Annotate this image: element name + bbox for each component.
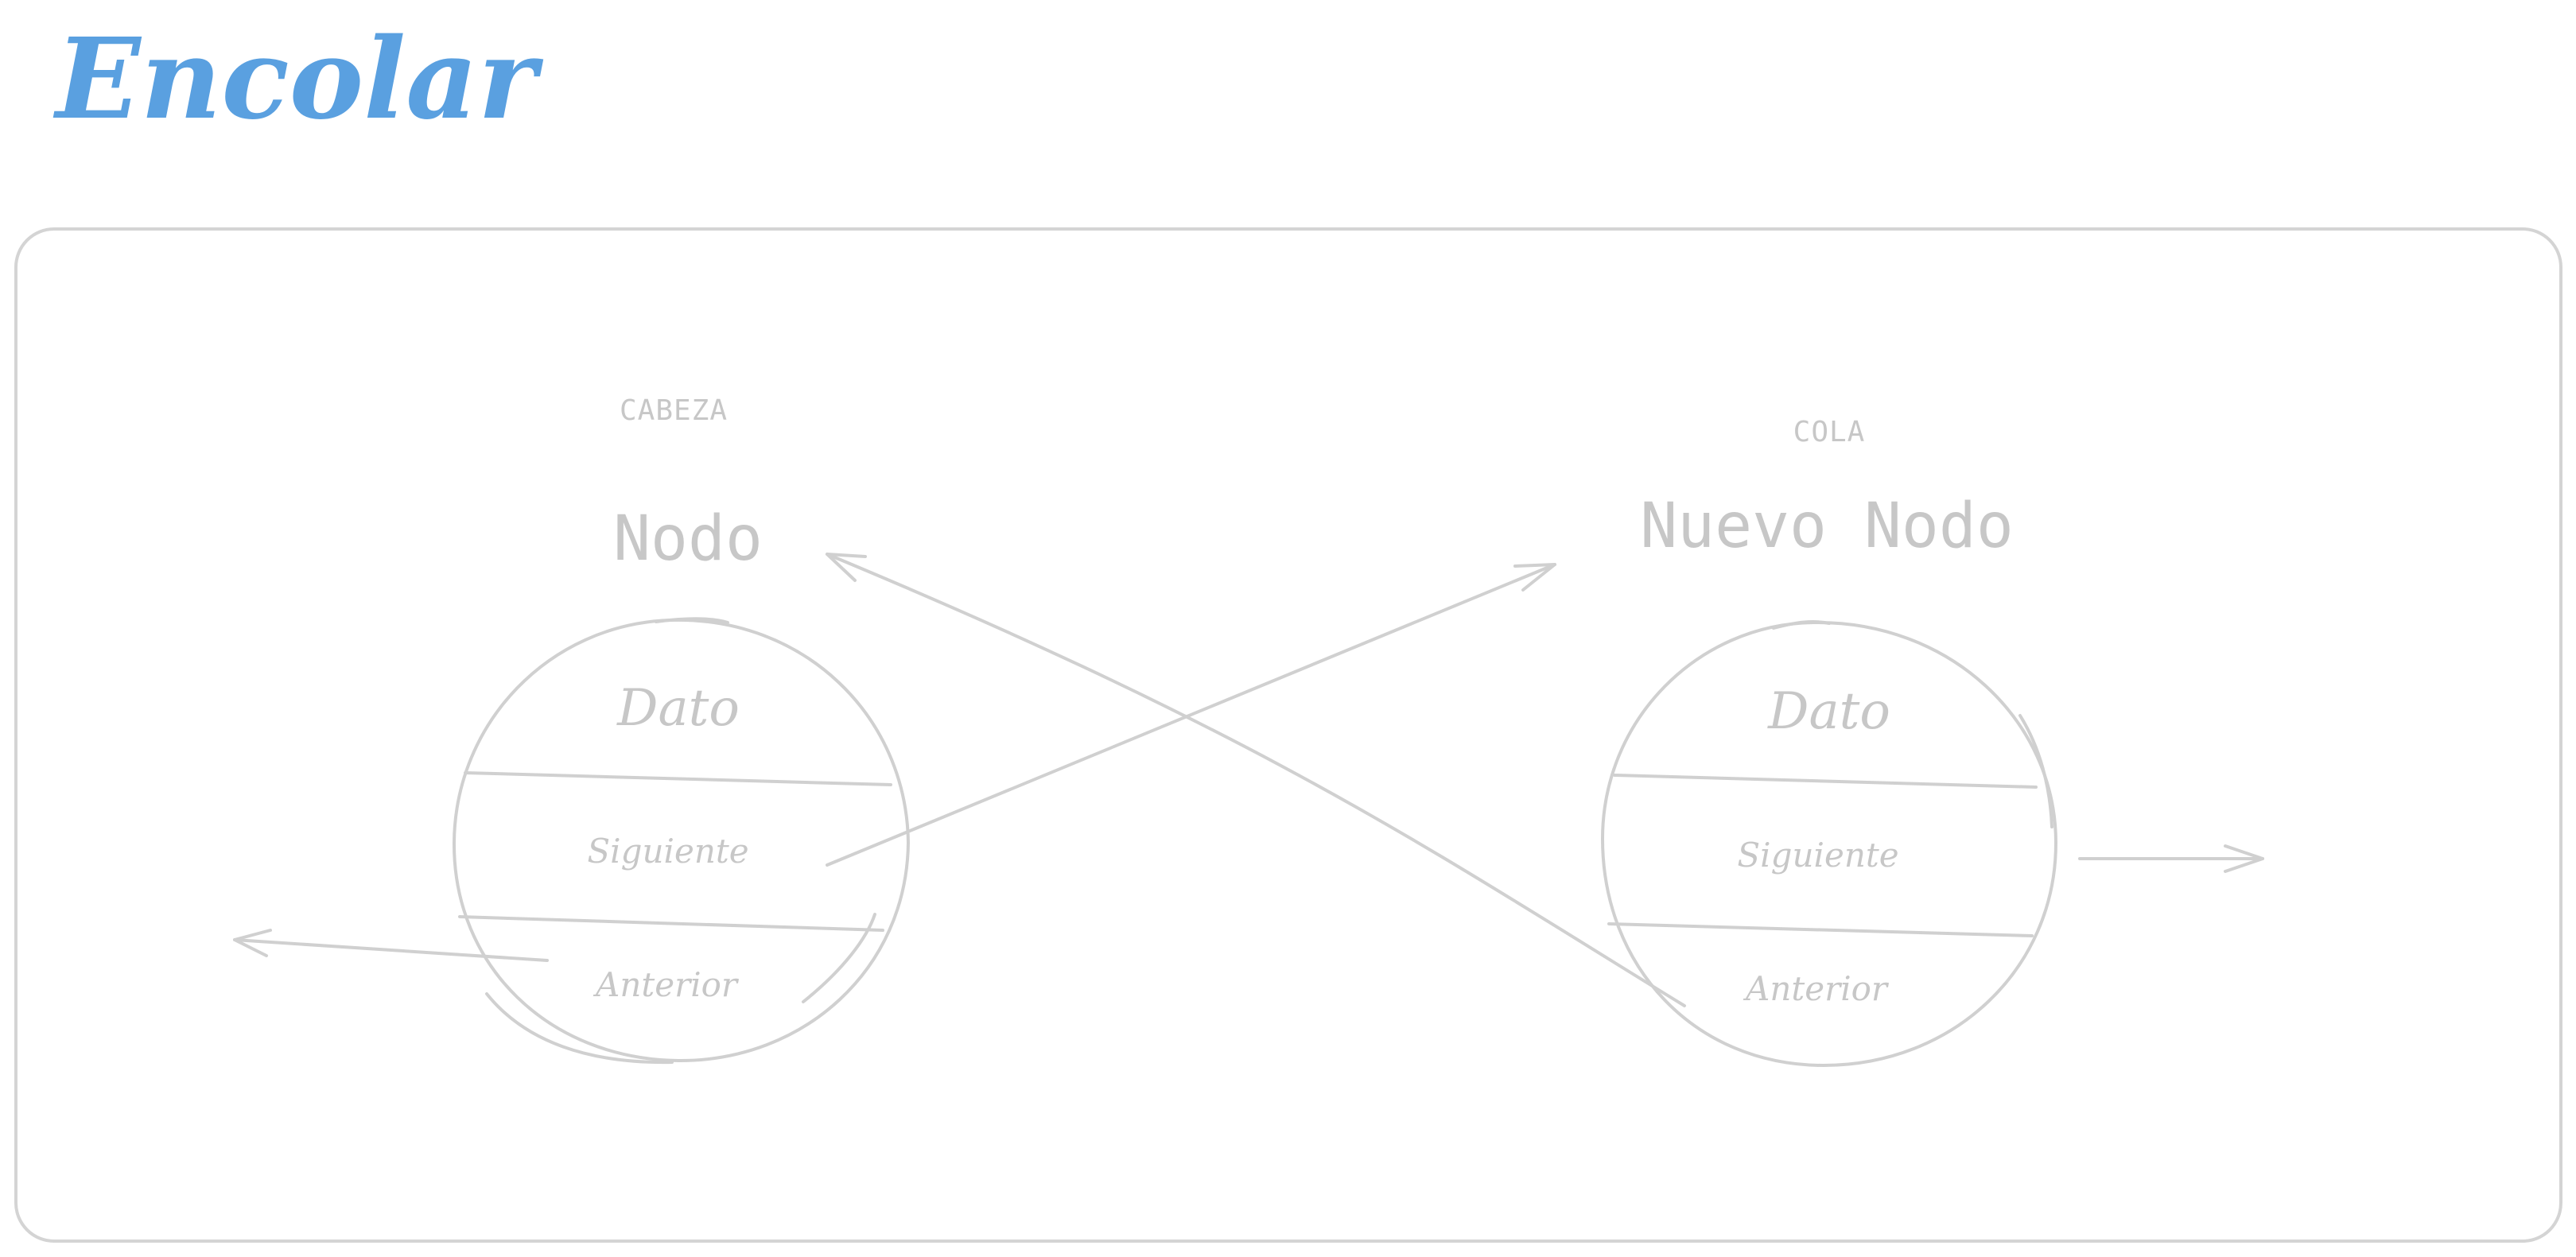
tail-node-title: Nuevo Nodo bbox=[1640, 491, 2014, 562]
tail-node: COLA Nuevo Nodo Dato Siguiente Anterior bbox=[1601, 416, 2057, 1067]
arrow-tail-siguiente-right bbox=[2078, 844, 2264, 873]
head-role-label: CABEZA bbox=[620, 394, 728, 427]
page-title: Encolar bbox=[52, 14, 544, 145]
head-field-siguiente: Siguiente bbox=[587, 832, 748, 871]
head-field-dato: Dato bbox=[616, 679, 740, 738]
head-divider-1 bbox=[464, 771, 892, 786]
head-node-title: Nodo bbox=[613, 503, 763, 575]
diagram-frame bbox=[14, 227, 2562, 1243]
arrow-head-siguiente-to-tail bbox=[826, 563, 1556, 867]
tail-field-dato: Dato bbox=[1767, 682, 1890, 741]
tail-divider-1 bbox=[1613, 774, 2038, 789]
head-divider-2 bbox=[458, 915, 884, 932]
tail-field-siguiente: Siguiente bbox=[1737, 836, 1898, 875]
head-field-anterior: Anterior bbox=[593, 965, 740, 1004]
tail-role-label: COLA bbox=[1793, 416, 1866, 448]
arrow-tail-anterior-to-head bbox=[826, 553, 1686, 1007]
arrow-head-anterior-left bbox=[233, 929, 549, 962]
tail-node-circle bbox=[1601, 620, 2057, 1067]
tail-divider-2 bbox=[1607, 922, 2034, 937]
head-node: CABEZA Nodo Dato Siguiente Anterior bbox=[452, 394, 910, 1065]
head-node-circle bbox=[452, 617, 910, 1065]
tail-field-anterior: Anterior bbox=[1743, 969, 1890, 1008]
